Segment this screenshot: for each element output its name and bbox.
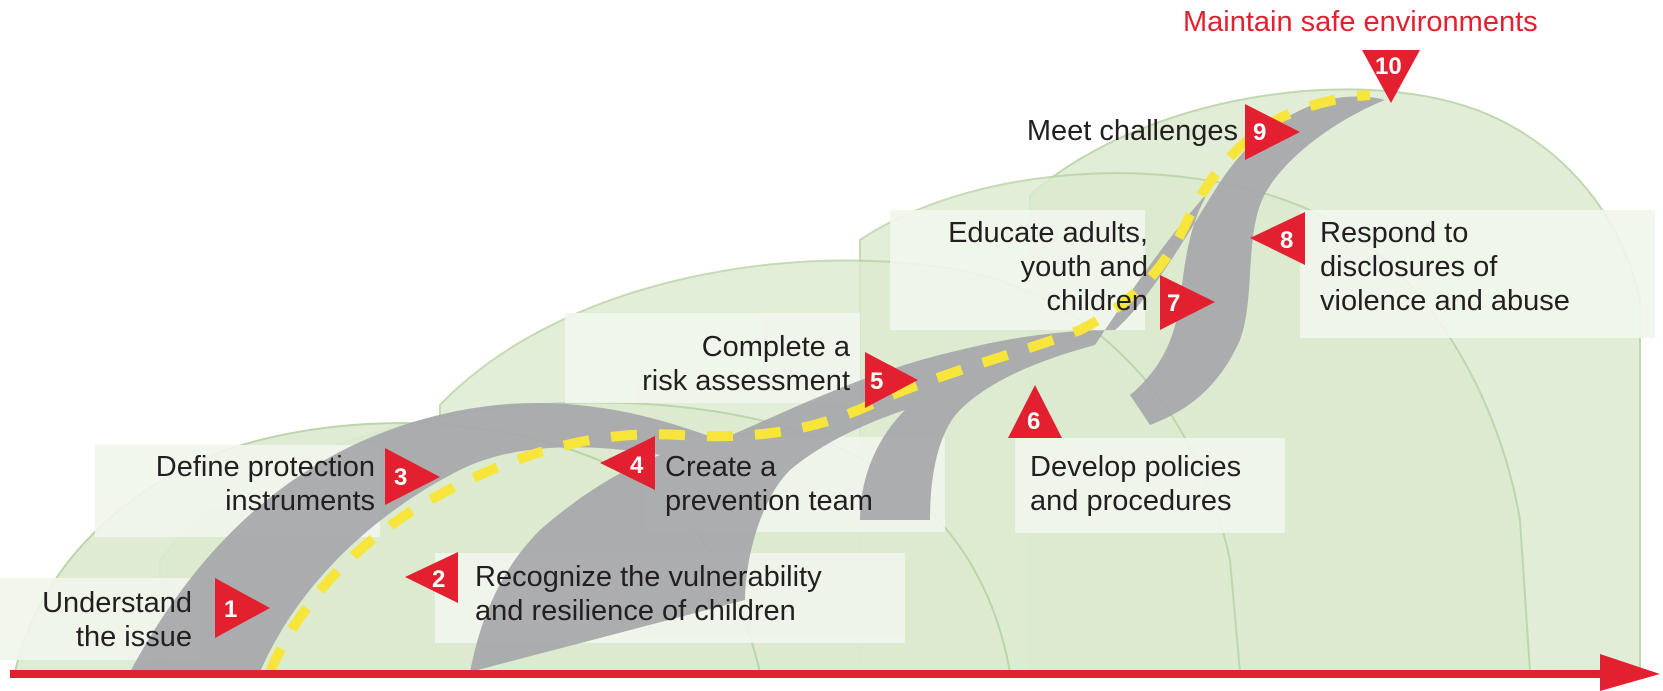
step-label-1: Understand the issue [10, 586, 192, 654]
step-marker-4: 4 [600, 436, 655, 490]
timeline-arrowhead [1600, 654, 1660, 691]
timeline-arrow [10, 654, 1660, 691]
svg-text:10: 10 [1375, 53, 1402, 80]
step-7-line-1: Educate adults, [948, 217, 1148, 249]
svg-text:6: 6 [1027, 408, 1040, 435]
svg-text:4: 4 [630, 452, 644, 479]
box-8 [1300, 210, 1655, 338]
svg-text:1: 1 [224, 596, 237, 623]
step-marker-5: 5 [865, 352, 918, 408]
step-5-line-1: Complete a [701, 331, 850, 363]
step-2-line-1: Recognize the vulnerability [475, 561, 822, 593]
timeline-line [10, 670, 1610, 678]
step-1-line-1: Understand [42, 587, 192, 619]
road-center-dashes [265, 90, 1371, 674]
step-6-line-1: Develop policies [1030, 451, 1242, 483]
step-markers: 1 2 3 4 5 6 7 [215, 50, 1420, 638]
step-label-5: Complete a risk assessment [560, 330, 850, 398]
step-marker-3: 3 [385, 448, 440, 505]
step-marker-7: 7 [1160, 275, 1215, 330]
svg-text:7: 7 [1167, 290, 1180, 317]
step-marker-10: 10 [1362, 50, 1420, 103]
step-marker-1: 1 [215, 578, 270, 638]
step-label-8: Respond to disclosures of violence and a… [1320, 216, 1570, 318]
step-marker-6: 6 [1008, 385, 1062, 438]
step-3-line-2: instruments [225, 485, 375, 517]
step-label-7: Educate adults, youth and children [880, 216, 1148, 318]
step-label-2: Recognize the vulnerability and resilien… [475, 560, 822, 628]
step-7-line-3: children [1046, 285, 1148, 317]
step-8-line-3: violence and abuse [1320, 285, 1570, 317]
box-6 [1015, 438, 1285, 533]
step-5-line-2: risk assessment [642, 365, 850, 397]
step-label-3: Define protection instruments [90, 450, 375, 518]
step-label-4: Create a prevention team [665, 450, 873, 518]
box-5 [565, 313, 860, 403]
step-marker-2: 2 [405, 552, 458, 603]
step-4-line-1: Create a [665, 451, 777, 483]
step-8-line-2: disclosures of [1320, 251, 1498, 283]
svg-text:3: 3 [394, 464, 407, 491]
step-6-line-2: and procedures [1030, 485, 1232, 517]
svg-text:9: 9 [1253, 119, 1266, 146]
step-label-9: Meet challenges [960, 114, 1238, 148]
step-1-line-2: the issue [75, 621, 192, 653]
box-7 [890, 210, 1145, 330]
svg-text:2: 2 [432, 566, 445, 593]
step-8-line-1: Respond to [1320, 217, 1469, 249]
step-marker-9: 9 [1245, 104, 1300, 160]
step-label-6: Develop policies and procedures [1030, 450, 1241, 518]
step-9-line-1: Meet challenges [1026, 115, 1238, 147]
step-marker-8: 8 [1250, 212, 1305, 265]
step-4-line-2: prevention team [665, 485, 873, 517]
svg-text:5: 5 [870, 368, 883, 395]
step-2-line-2: and resilience of children [475, 595, 796, 627]
step-7-line-2: youth and [1020, 251, 1148, 283]
svg-text:8: 8 [1280, 227, 1293, 254]
diagram-title: Maintain safe environments [1183, 6, 1538, 38]
step-3-line-1: Define protection [155, 451, 375, 483]
